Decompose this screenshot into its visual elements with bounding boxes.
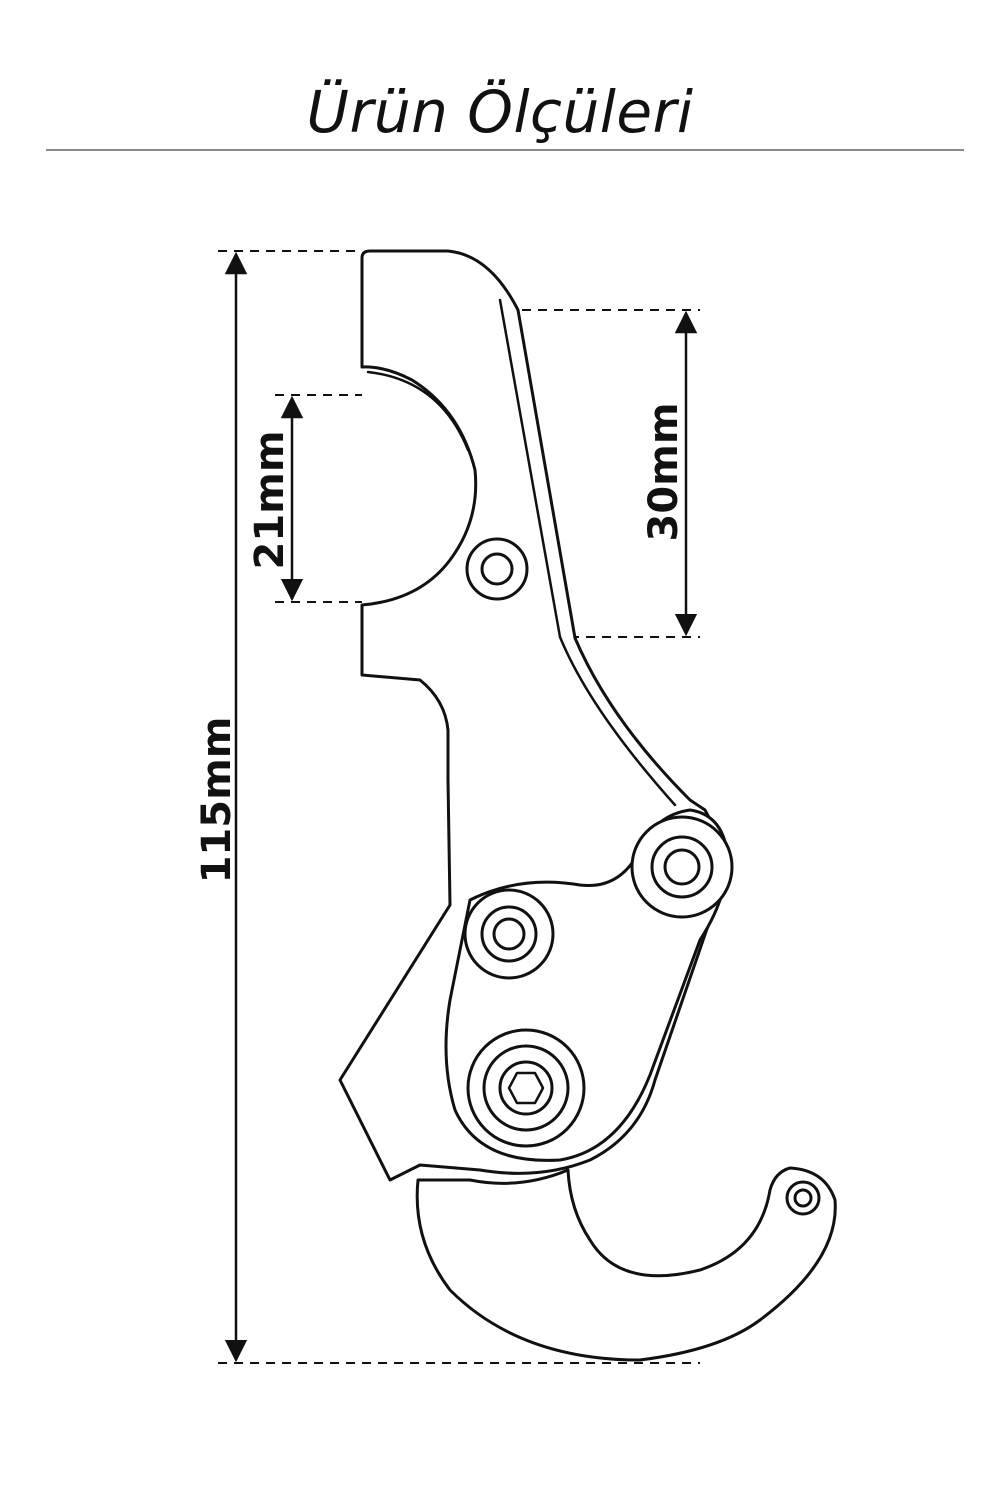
page-title: Ürün Ölçüleri	[306, 78, 694, 146]
label-total-height: 115mm	[194, 717, 240, 884]
hook-part	[338, 249, 837, 1362]
hook-tip-hole-inner	[793, 1188, 813, 1208]
label-upper-length: 30mm	[641, 402, 687, 541]
upper-hole-inner	[480, 552, 514, 586]
upper-ridge-line	[498, 298, 677, 807]
label-clamp-opening: 21mm	[247, 430, 293, 569]
pivot-bolt-right-inner	[663, 848, 701, 886]
hook-jaw-outline	[415, 1166, 837, 1362]
dimension-arrows	[224, 251, 698, 1363]
main-bolt-hex	[507, 1071, 545, 1105]
clamp-ridge-line	[366, 370, 470, 452]
pivot-bolt-left-inner	[492, 917, 526, 951]
title-divider	[46, 149, 964, 151]
